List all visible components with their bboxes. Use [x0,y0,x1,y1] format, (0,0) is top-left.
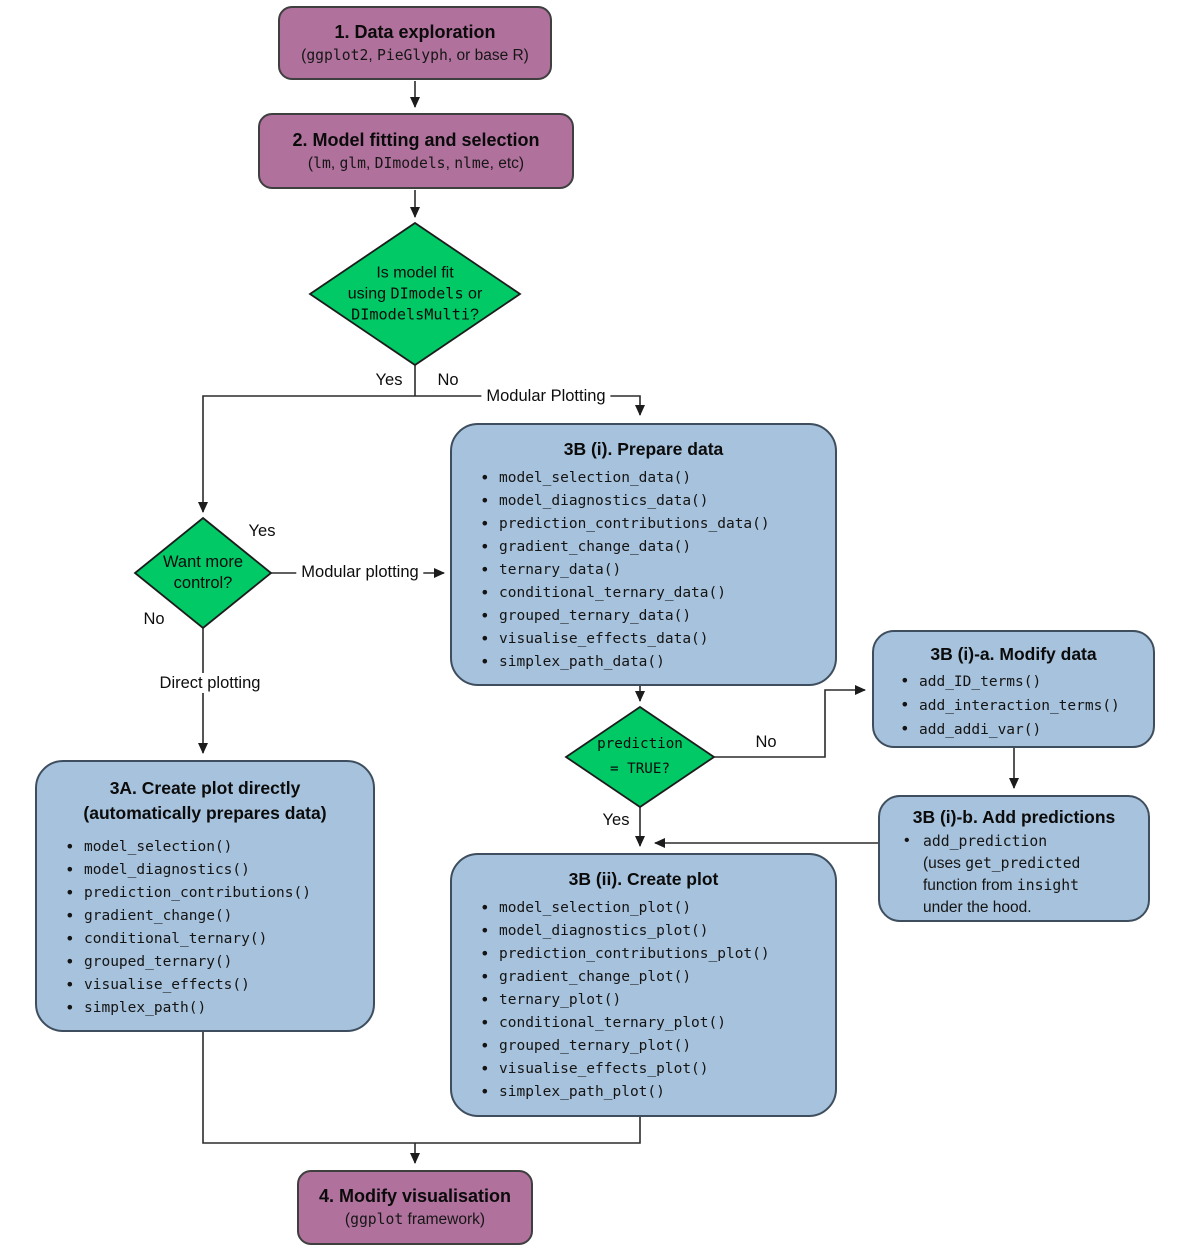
node-subtitle: (ggplot2, PieGlyph, or base R) [301,46,529,64]
node-title: 1. Data exploration [334,21,496,42]
function-item: model_selection_plot() [480,896,821,920]
node-modify-visualisation: 4. Modify visualisation (ggplot framewor… [297,1170,533,1245]
edge-label-yes-top: Yes [375,371,403,389]
decision-prediction-true-label: prediction = TRUE? [597,736,683,777]
decision-model-fit-label: Is model fit using DImodels or DImodelsM… [347,264,483,324]
function-item: add_prediction (uses get_predicted funct… [904,830,1138,919]
function-item: grouped_ternary_data() [480,604,821,628]
decision-want-control-label: Want more control? [162,553,244,592]
function-item: prediction_contributions_plot() [480,942,821,966]
function-item: conditional_ternary_data() [480,581,821,605]
function-item: add_interaction_terms() [900,693,1141,718]
function-item: model_selection() [65,835,359,859]
function-item: simplex_path_plot() [480,1080,821,1104]
edge-prediction-no-to-modify-data [714,685,866,758]
function-item: conditional_ternary() [65,927,359,951]
function-list: model_selection_plot()model_diagnostics_… [466,896,821,1104]
edge-label-modular-plotting-mid: Modular plotting [296,562,424,582]
edge-label-direct-plotting: Direct plotting [154,673,266,693]
node-title: 2. Model fitting and selection [292,129,540,150]
function-item: gradient_change() [65,904,359,928]
function-item: simplex_path() [65,996,359,1020]
function-list: add_prediction (uses get_predicted funct… [890,830,1138,919]
function-item: visualise_effects_data() [480,627,821,651]
function-item: gradient_change_plot() [480,965,821,989]
edge-label-no-prediction: No [755,733,777,751]
function-item: visualise_effects() [65,973,359,997]
node-title: 3B (i). Prepare data [563,439,724,459]
function-item: visualise_effects_plot() [480,1057,821,1081]
node-title: 3B (ii). Create plot [568,869,719,889]
edge-label-yes-prediction: Yes [602,811,630,829]
function-item: prediction_contributions_data() [480,512,821,536]
function-item: model_diagnostics() [65,858,359,882]
function-item: model_diagnostics_data() [480,489,821,513]
function-list: model_selection()model_diagnostics()pred… [51,835,359,1020]
function-item: grouped_ternary_plot() [480,1034,821,1058]
edge-label-no-control: No [143,610,165,628]
node-data-exploration: 1. Data exploration (ggplot2, PieGlyph, … [278,6,552,80]
node-3b1b-add-predictions: 3B (i)-b. Add predictions add_prediction… [878,795,1150,922]
edge-outputs-join [202,1032,641,1144]
function-list: add_ID_terms()add_interaction_terms()add… [886,669,1141,742]
function-item: add_ID_terms() [900,669,1141,694]
function-item: model_diagnostics_plot() [480,919,821,943]
decision-want-control-shape [133,516,273,630]
edge-label-modular-plotting-top: Modular Plotting [481,386,611,406]
node-title-line2: (automatically prepares data) [83,803,327,823]
function-item: prediction_contributions() [65,881,359,905]
node-title: 3B (i)-b. Add predictions [912,807,1116,827]
function-item: ternary_plot() [480,988,821,1012]
function-item: gradient_change_data() [480,535,821,559]
node-title: 3A. Create plot directly [109,778,301,798]
edge-yes-to-decision-control [198,395,415,513]
node-title: 3B (i)-a. Modify data [930,644,1097,664]
function-item: grouped_ternary() [65,950,359,974]
node-subtitle: (ggplot framework) [344,1211,486,1228]
edge-label-no-top: No [437,371,459,389]
node-subtitle: (lm, glm, DImodels, nlme, etc) [307,154,525,172]
decision-model-fit-shape [308,221,522,367]
function-item: ternary_data() [480,558,821,582]
function-item: model_selection_data() [480,466,821,490]
function-item: add_addi_var() [900,717,1141,742]
function-item: simplex_path_data() [480,650,821,674]
function-item: conditional_ternary_plot() [480,1011,821,1035]
node-3b1-prepare-data: 3B (i). Prepare data model_selection_dat… [450,423,837,686]
node-3b2-create-plot: 3B (ii). Create plot model_selection_plo… [450,853,837,1117]
function-list: model_selection_data()model_diagnostics_… [466,466,821,674]
node-title: 4. Modify visualisation [318,1186,512,1206]
edge-label-yes-control: Yes [248,522,276,540]
node-3b1a-modify-data: 3B (i)-a. Modify data add_ID_terms()add_… [872,630,1155,748]
node-model-fitting: 2. Model fitting and selection (lm, glm,… [258,113,574,189]
node-3a-create-plot-directly: 3A. Create plot directly (automatically … [35,760,375,1032]
decision-prediction-true-shape [564,705,716,809]
